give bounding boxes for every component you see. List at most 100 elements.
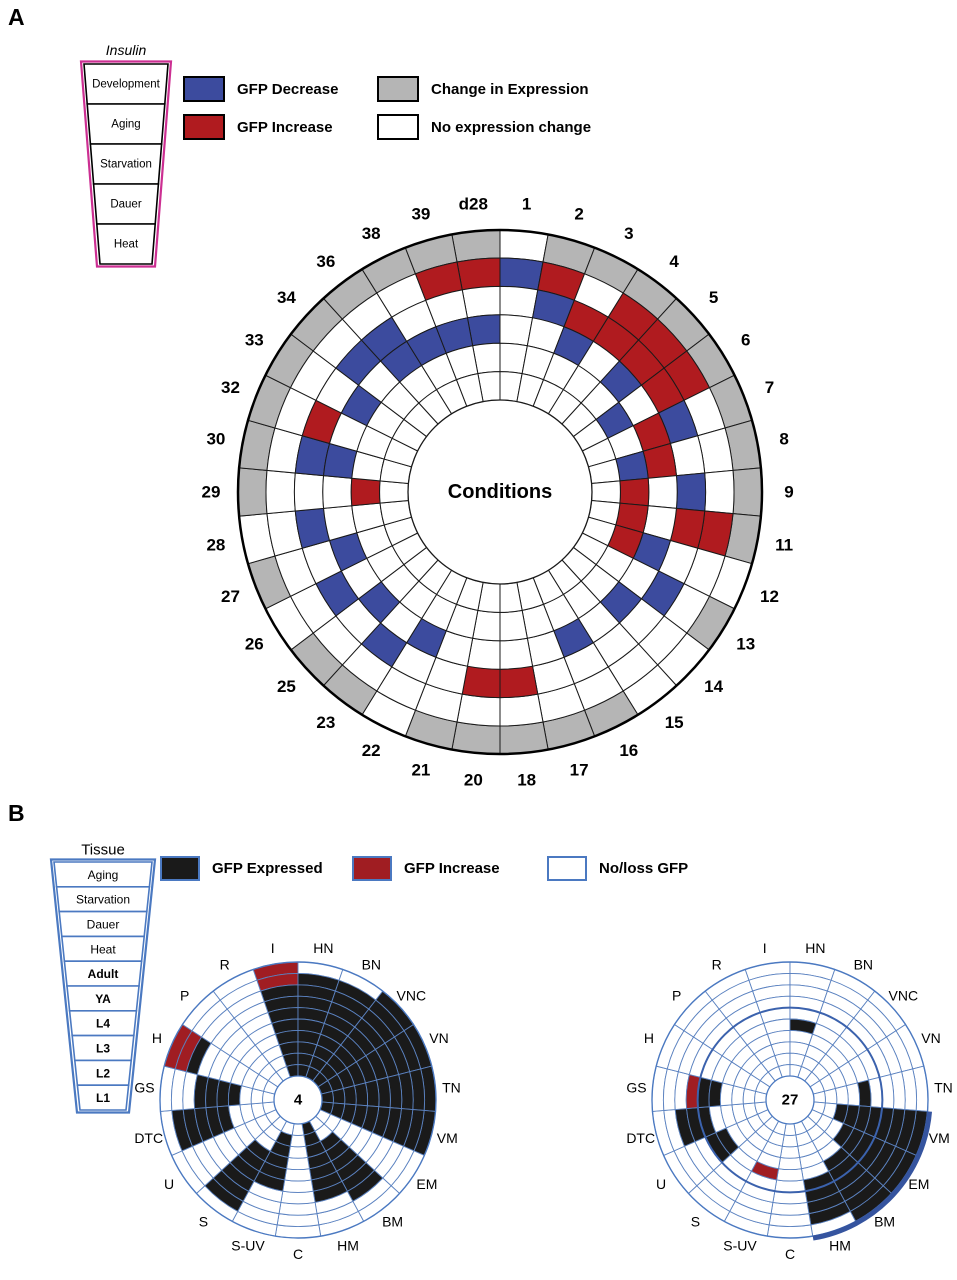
sector-13: 13 (572, 532, 755, 654)
legend-item-gfp-decrease: GFP Decrease (183, 76, 338, 102)
funnel-title: Tissue (81, 842, 125, 859)
ring-cell (499, 314, 534, 347)
center-label: 4 (294, 1092, 303, 1109)
summary-cell (499, 229, 549, 263)
ring-cell (778, 1156, 802, 1171)
ring-cell (284, 1168, 312, 1182)
gfp-increase-swatch (183, 114, 225, 140)
ring-cell (456, 257, 501, 291)
sector-25: 25 (277, 546, 439, 696)
sector-label: 26 (245, 635, 264, 654)
funnel-row-label: Starvation (100, 159, 152, 171)
ring-cell (770, 1201, 810, 1216)
sector-label: C (293, 1246, 303, 1262)
funnel-row-label: Starvation (76, 893, 130, 907)
panel-a-label: A (8, 4, 25, 30)
funnel-row (76, 1084, 130, 1111)
legend-item-no-change: No expression change (377, 114, 591, 140)
sector-11: 11 (587, 499, 793, 565)
sector-2: 2 (516, 205, 596, 407)
ring-cell (379, 480, 409, 504)
sector-H: H (152, 1023, 279, 1095)
sector-label: 27 (221, 587, 240, 606)
sector-label: HN (313, 940, 333, 956)
sector-label: 34 (277, 288, 296, 307)
legend-item-gfp-increase: GFP Increase (183, 114, 333, 140)
sector-label: TN (442, 1079, 461, 1095)
sector-EM: EM (315, 1109, 437, 1195)
sector-label: TN (934, 1079, 953, 1095)
sector-TN: TN (320, 1065, 461, 1112)
no-change-label: No expression change (431, 118, 592, 136)
center-label: Conditions (448, 481, 552, 503)
funnel-row-label: Adult (88, 967, 119, 981)
sector-label: 2 (574, 205, 583, 224)
sector-label: 8 (779, 429, 788, 448)
ring-cell (342, 1085, 357, 1106)
funnel-row-label: L3 (96, 1042, 110, 1056)
ring-cell (779, 1145, 801, 1159)
sector-label: 12 (760, 587, 779, 606)
ring-cell (282, 1179, 314, 1193)
sector-label: H (152, 1030, 162, 1046)
sector-29: 29 (202, 467, 409, 517)
sector-label: HN (805, 940, 825, 956)
center-label: 27 (782, 1092, 799, 1109)
sector-9: 9 (591, 467, 794, 517)
sector-U: U (164, 1109, 281, 1195)
sector-label: 28 (206, 536, 225, 555)
sector-label: P (672, 988, 681, 1004)
summary-cell (451, 229, 501, 263)
change-expression-swatch (377, 76, 419, 102)
funnel-row-label: Dauer (110, 199, 141, 211)
legend-item-gfp-increase-b: GFP Increase (352, 856, 500, 881)
ring-cell (499, 257, 544, 291)
outer-border (651, 961, 929, 1239)
sector-16: 16 (532, 569, 639, 760)
sector-3: 3 (532, 224, 639, 415)
sector-label: 20 (464, 770, 483, 789)
legend-item-no-loss-gfp: No/loss GFP (547, 856, 688, 881)
funnel-row-label: Heat (90, 942, 116, 956)
change-expression-label: Change in Expression (431, 80, 589, 98)
outer-border (159, 961, 437, 1239)
ring-cell (239, 1085, 254, 1106)
outer-blue-arc (812, 1111, 933, 1241)
sector-30: 30 (206, 419, 413, 485)
sector-label: VM (929, 1130, 950, 1146)
sector-label: VN (921, 1030, 940, 1046)
ring-cell (499, 637, 534, 670)
summary-cell (732, 467, 763, 517)
sector-label: H (644, 1030, 654, 1046)
sector-label: C (785, 1246, 795, 1262)
sector-label: 11 (775, 536, 793, 555)
sector-P: P (180, 988, 284, 1088)
no-change-swatch (377, 114, 419, 140)
summary-cell (237, 467, 268, 517)
sector-label: P (180, 988, 189, 1004)
sector-28: 28 (206, 499, 413, 565)
funnel-row-label: Aging (88, 868, 119, 882)
ring-cell (499, 609, 528, 642)
ring-cell (619, 477, 650, 507)
ring-cell (781, 1134, 799, 1148)
sector-label: HM (337, 1238, 359, 1254)
sector-C: C (274, 1123, 322, 1262)
legend-item-change-expression: Change in Expression (377, 76, 589, 102)
sector-5: 5 (561, 288, 718, 438)
sector-label: GS (626, 1079, 646, 1095)
sector-label: 18 (517, 770, 536, 789)
sector-label: I (271, 940, 275, 956)
sector-label: 32 (221, 378, 240, 397)
funnel-row-label: L4 (96, 1017, 110, 1031)
sector-1: 1 (499, 195, 549, 403)
sector-label: 36 (316, 252, 335, 271)
ring-cell (499, 285, 539, 319)
gfp-increase-b-label: GFP Increase (404, 860, 500, 877)
tissue-funnel: AgingStarvationDauerHeatAdultYAL4L3L2L1T… (49, 842, 157, 1114)
funnel-title: Insulin (106, 42, 147, 58)
sector-label: 39 (411, 205, 430, 224)
